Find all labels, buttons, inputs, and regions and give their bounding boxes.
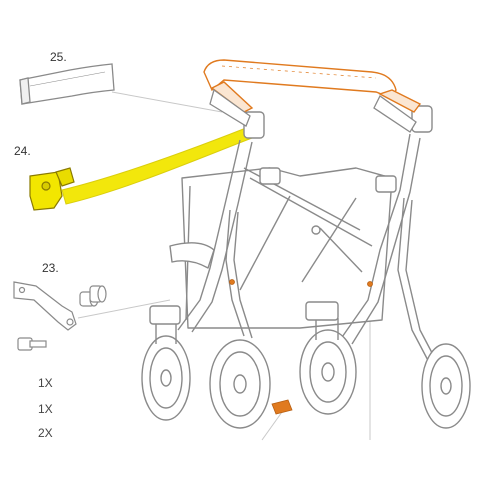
part-24-clip [29, 167, 75, 211]
wheel-front-left [141, 305, 191, 421]
quantity-label: 1X [38, 402, 53, 416]
brake-handles [209, 88, 417, 133]
rollator-frame [169, 105, 441, 369]
part-number-24: 24. [14, 144, 31, 158]
wheel-front-right [299, 301, 357, 415]
orange-markers [229, 279, 373, 415]
leader-lines [77, 91, 371, 441]
part-25-grip [19, 63, 115, 105]
part-23-hardware [13, 281, 107, 351]
quantity-label: 2X [38, 426, 53, 440]
wheel-rear-left [209, 339, 271, 429]
part-number-23: 23. [42, 261, 59, 275]
wheel-rear-right [421, 343, 471, 429]
part-number-25: 25. [50, 50, 67, 64]
quantity-label: 1X [38, 376, 53, 390]
